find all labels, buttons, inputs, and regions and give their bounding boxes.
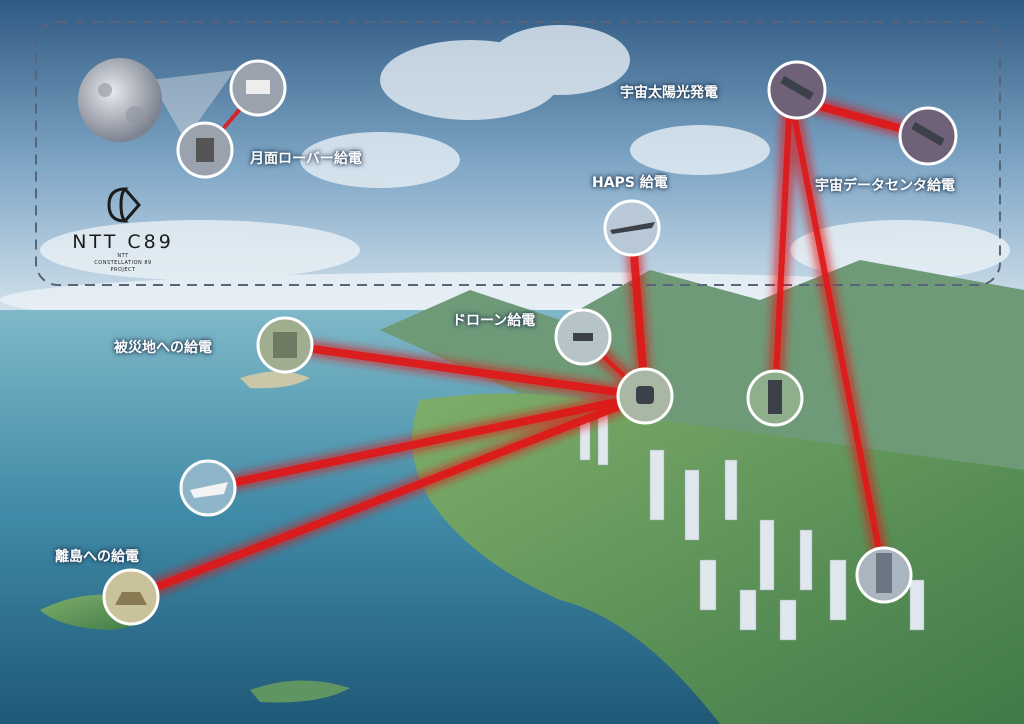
drone-icon [573, 333, 593, 341]
aircraft-icon [610, 222, 655, 234]
satellite-icon [911, 122, 945, 146]
beam-to-ship [204, 392, 649, 492]
beam-satellite-to-tower [772, 92, 793, 401]
skyscraper-icon [876, 553, 892, 593]
label-island: 離島への給電 [55, 549, 139, 565]
tower-icon [768, 380, 782, 414]
label-moon-rover: 月面ローバー給電 [250, 151, 362, 167]
beam-to-disaster-area [281, 341, 649, 400]
moon [78, 58, 235, 142]
c89-mark-icon [107, 187, 141, 223]
moon-base-icon [196, 138, 214, 162]
island-icon [115, 592, 147, 605]
power-beams [123, 86, 936, 605]
beam-to-island [127, 392, 649, 601]
logo-name: NTT C89 [72, 231, 174, 253]
logo-sub-2: CONSTELLATION 89 [94, 260, 152, 266]
label-space-datacenter: 宇宙データセンタ給電 [815, 178, 955, 194]
building-icon [273, 332, 297, 358]
antenna-icon [636, 386, 654, 404]
rover-icon [246, 80, 270, 94]
label-disaster: 被災地への給電 [114, 340, 212, 356]
space-area-boundary [35, 21, 1001, 286]
label-haps: HAPS 給電 [592, 175, 668, 191]
ntt-c89-logo: NTT C89 NTT CONSTELLATION 89 PROJECT [48, 185, 198, 274]
logo-sub-3: PROJECT [110, 267, 136, 273]
label-drone: ドローン給電 [452, 313, 536, 329]
label-space-solar: 宇宙太陽光発電 [620, 85, 718, 101]
node-icons [115, 76, 945, 605]
satellite-icon [780, 76, 814, 100]
ship-icon [190, 482, 228, 498]
clouds [0, 25, 1024, 328]
city [579, 414, 925, 641]
beam-satellite-to-city [787, 92, 887, 578]
logo-sub-1: NTT [117, 253, 129, 259]
